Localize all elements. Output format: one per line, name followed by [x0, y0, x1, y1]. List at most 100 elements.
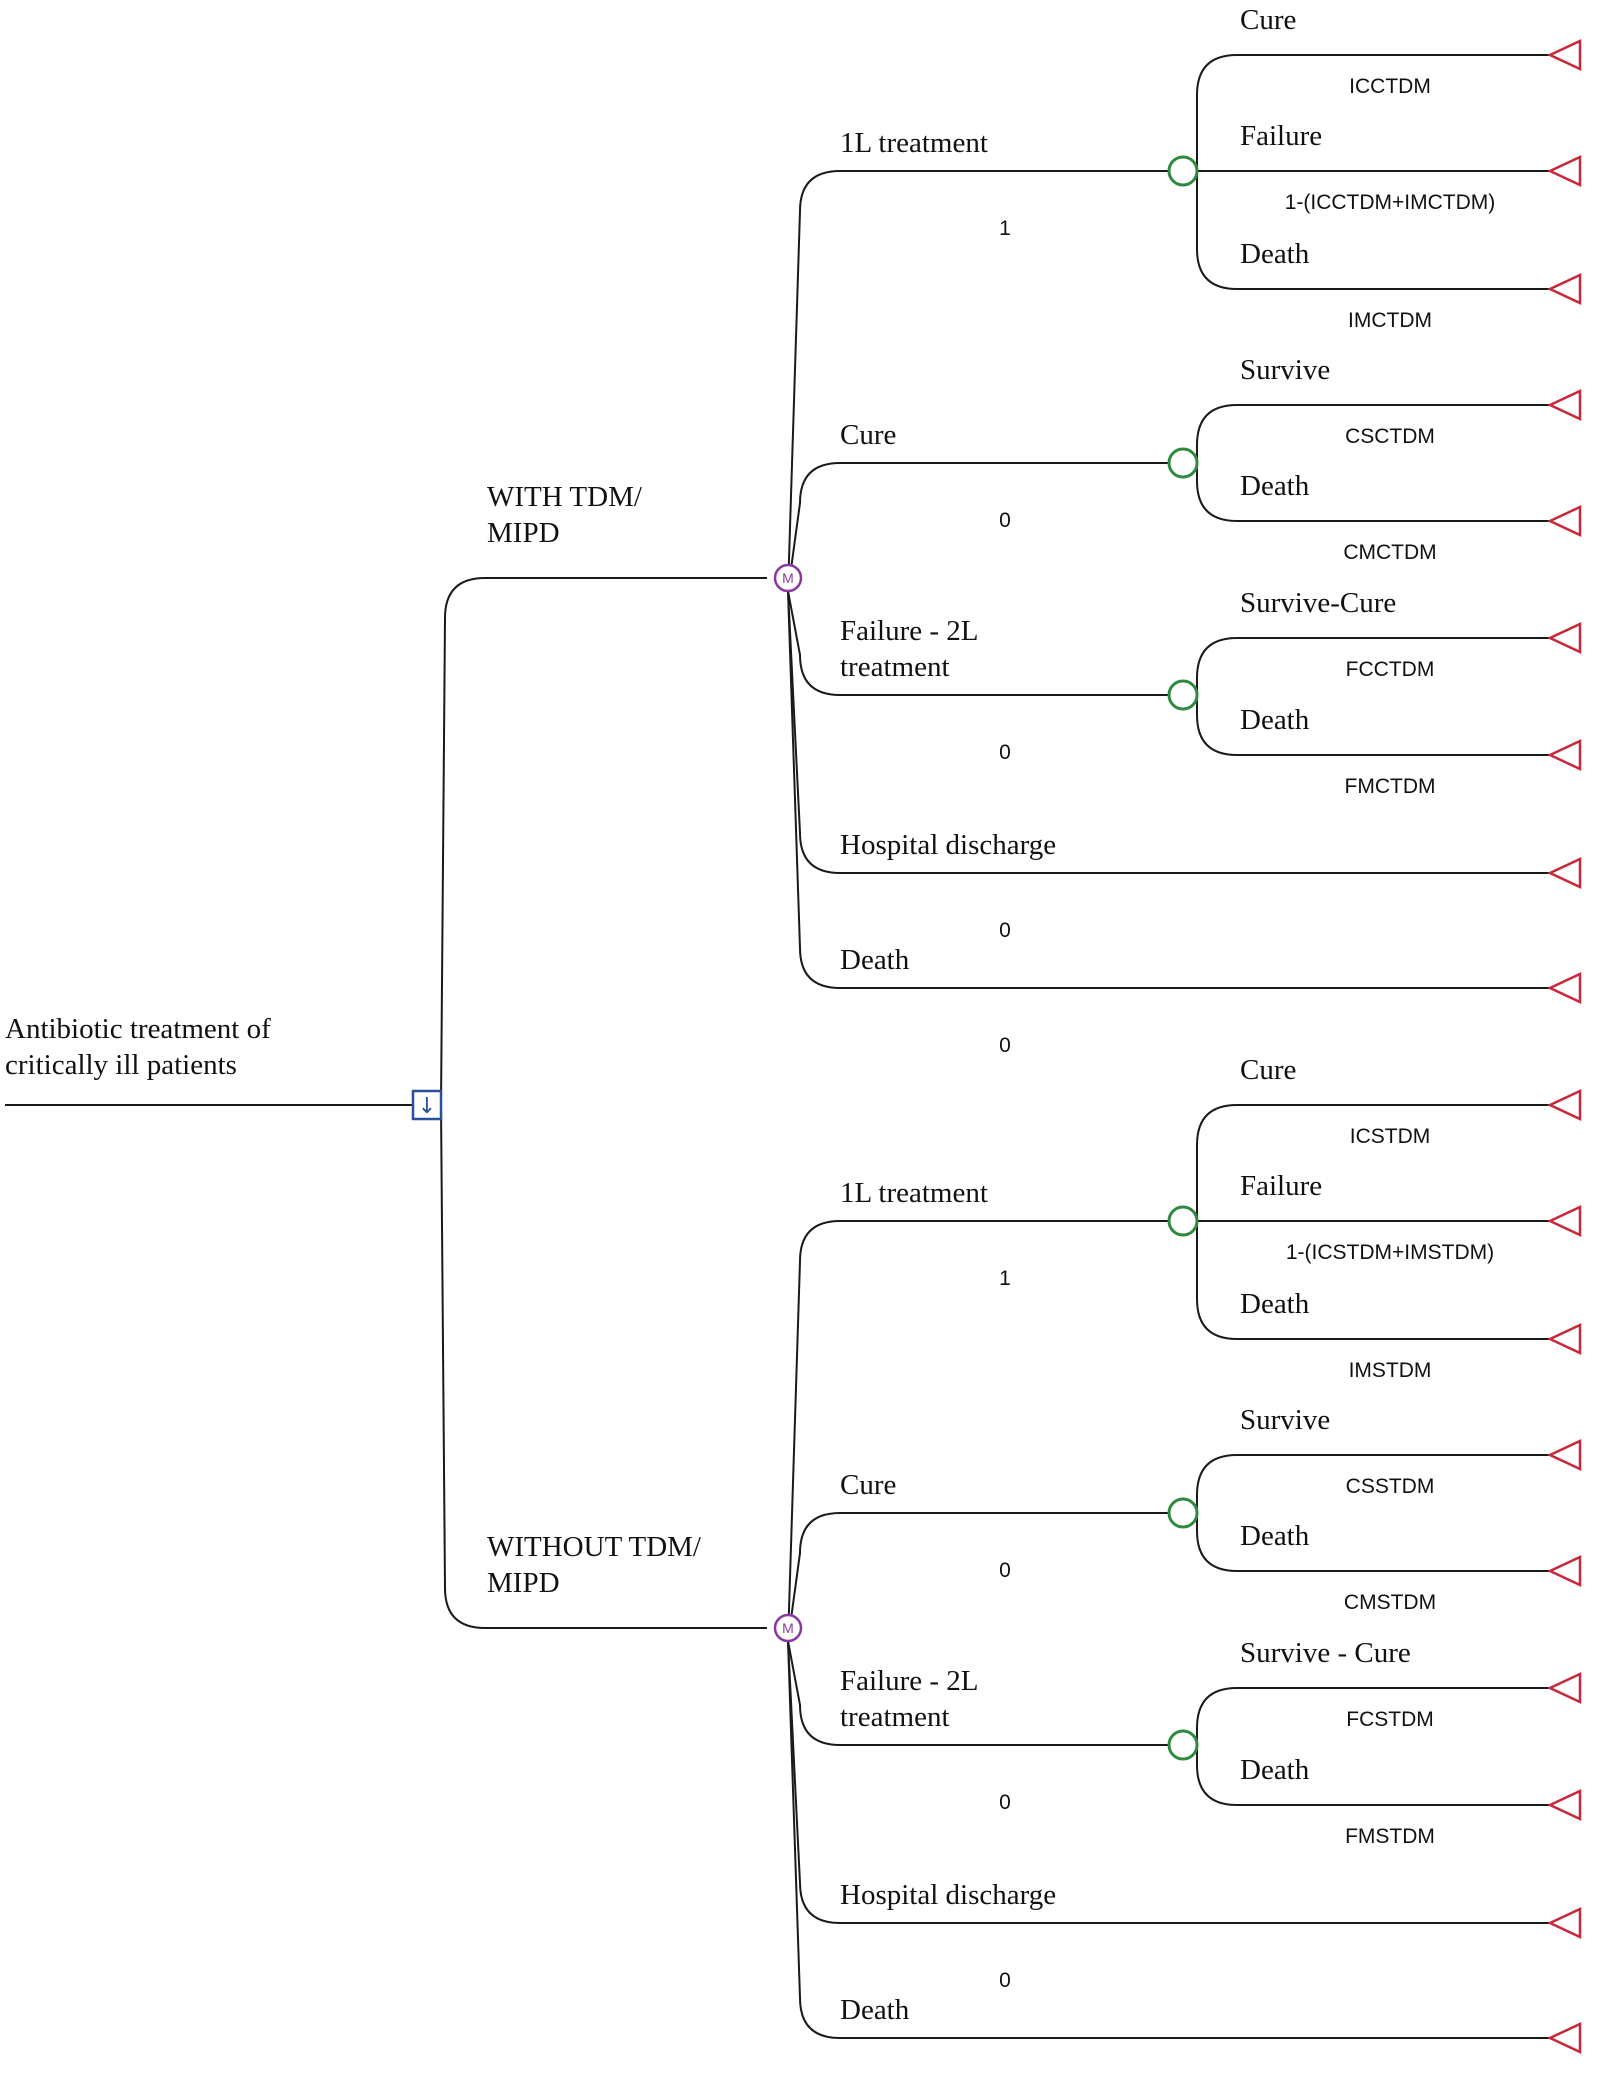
state-label: 1L treatment — [840, 1177, 988, 1209]
terminal-triangle-icon[interactable] — [1547, 1672, 1582, 1704]
outcome-label: Survive — [1240, 1404, 1330, 1436]
state-label: Failure - 2L treatment — [840, 1665, 979, 1733]
outcome-probability: ICSTDM — [1350, 1125, 1431, 1148]
state-branch-line — [787, 1220, 1169, 1642]
terminal-triangle-icon[interactable] — [1547, 1439, 1582, 1471]
outcome-branch-line — [1196, 54, 1550, 171]
terminal-triangle-icon[interactable] — [1547, 972, 1582, 1004]
outcome-label: Death — [1240, 470, 1310, 502]
state-branch-line — [787, 1640, 1169, 1746]
outcome-branch-line — [1196, 1454, 1550, 1513]
state-probability: 1 — [999, 217, 1011, 240]
chance-circle-icon[interactable] — [1167, 1729, 1199, 1761]
outcome-label: Death — [1240, 1288, 1310, 1320]
outcome-probability: 1-(ICCTDM+IMCTDM) — [1285, 191, 1496, 214]
outcome-label: Survive — [1240, 354, 1330, 386]
state-label-line: Failure - 2L — [840, 1665, 979, 1697]
chance-circle-icon[interactable] — [1167, 155, 1199, 187]
terminal-triangle-icon[interactable] — [1547, 622, 1582, 654]
state-branch-line — [787, 170, 1169, 592]
chance-circle-icon[interactable] — [1167, 1205, 1199, 1237]
arm-branch-line — [440, 1104, 767, 1629]
arm-label: WITHOUT TDM/MIPD — [487, 1531, 702, 1599]
state-label-line: 1L treatment — [840, 127, 988, 159]
terminal-triangle-icon[interactable] — [1547, 1205, 1582, 1237]
outcome-branch-line — [1196, 637, 1550, 695]
state-label: Death — [840, 944, 910, 976]
state-label: 1L treatment — [840, 127, 988, 159]
markov-circle-icon[interactable] — [773, 563, 803, 593]
outcome-branch-line — [1196, 1513, 1550, 1572]
state-label-line: 1L treatment — [840, 1177, 988, 1209]
terminal-triangle-icon[interactable] — [1547, 1089, 1582, 1121]
chance-circle-icon[interactable] — [1167, 679, 1199, 711]
outcome-branch-line — [1196, 1687, 1550, 1745]
state-label-line: Death — [840, 944, 910, 976]
outcome-probability: FCCTDM — [1346, 658, 1435, 681]
chance-circle-icon[interactable] — [1167, 447, 1199, 479]
terminal-triangle-icon[interactable] — [1547, 2022, 1582, 2054]
outcome-label: Survive-Cure — [1240, 587, 1396, 619]
markov-circle-icon[interactable] — [773, 1613, 803, 1643]
state-label-line: treatment — [840, 1701, 950, 1733]
state-probability: 0 — [999, 509, 1011, 532]
state-branch-line — [787, 1512, 1169, 1642]
outcome-label: Survive - Cure — [1240, 1637, 1411, 1669]
arm-label: WITH TDM/MIPD — [487, 481, 643, 549]
outcome-branch-line — [1196, 1745, 1550, 1806]
terminal-triangle-icon[interactable] — [1547, 39, 1582, 71]
state-probability: 0 — [999, 1034, 1011, 1057]
outcome-label: Death — [1240, 704, 1310, 736]
outcome-label: Death — [1240, 1520, 1310, 1552]
terminal-triangle-icon[interactable] — [1547, 1789, 1582, 1821]
state-label-line: treatment — [840, 651, 950, 683]
arm-label-line: MIPD — [487, 517, 560, 549]
state-label: Cure — [840, 1469, 896, 1501]
state-branch-line — [787, 590, 1550, 874]
state-probability: 0 — [999, 1791, 1011, 1814]
terminal-triangle-icon[interactable] — [1547, 273, 1582, 305]
state-label: Failure - 2L treatment — [840, 615, 979, 683]
state-label: Hospital discharge — [840, 1879, 1056, 1911]
state-label: Hospital discharge — [840, 829, 1056, 861]
terminal-triangle-icon[interactable] — [1547, 739, 1582, 771]
outcome-branch-line — [1196, 463, 1550, 522]
outcome-label: Failure — [1240, 1170, 1322, 1202]
outcome-probability: ICCTDM — [1349, 75, 1431, 98]
state-probability: 0 — [999, 1559, 1011, 1582]
terminal-triangle-icon[interactable] — [1547, 1323, 1582, 1355]
terminal-triangle-icon[interactable] — [1547, 1907, 1582, 1939]
terminal-triangle-icon[interactable] — [1547, 857, 1582, 889]
outcome-branch-line — [1196, 404, 1550, 463]
state-label: Death — [840, 1994, 910, 2026]
terminal-triangle-icon[interactable] — [1547, 1555, 1582, 1587]
arm-label-line: WITH TDM/ — [487, 481, 643, 513]
root-label-line: critically ill patients — [5, 1049, 237, 1081]
chance-circle-icon[interactable] — [1167, 1497, 1199, 1529]
terminal-triangle-icon[interactable] — [1547, 389, 1582, 421]
outcome-probability: CSCTDM — [1345, 425, 1435, 448]
arm-label-line: WITHOUT TDM/ — [487, 1531, 702, 1563]
outcome-probability: FCSTDM — [1346, 1708, 1434, 1731]
state-branch-line — [787, 462, 1169, 592]
state-label-line: Failure - 2L — [840, 615, 979, 647]
state-probability: 0 — [999, 1969, 1011, 1992]
state-branch-line — [787, 590, 1169, 696]
outcome-probability: CMSTDM — [1344, 1591, 1436, 1614]
arm-label-line: MIPD — [487, 1567, 560, 1599]
outcome-probability: IMCTDM — [1348, 309, 1432, 332]
outcome-probability: CSSTDM — [1346, 1475, 1435, 1498]
outcome-probability: FMSTDM — [1345, 1825, 1435, 1848]
decision-node-symbol: ↓ — [418, 1094, 436, 1119]
outcome-label: Cure — [1240, 4, 1296, 36]
terminal-triangle-icon[interactable] — [1547, 505, 1582, 537]
outcome-label: Death — [1240, 238, 1310, 270]
outcome-probability: IMSTDM — [1349, 1359, 1432, 1382]
outcome-label: Failure — [1240, 120, 1322, 152]
decision-square-icon[interactable] — [411, 1089, 443, 1121]
terminal-triangle-icon[interactable] — [1547, 155, 1582, 187]
outcome-label: Cure — [1240, 1054, 1296, 1086]
arm-branch-line — [440, 577, 767, 1106]
